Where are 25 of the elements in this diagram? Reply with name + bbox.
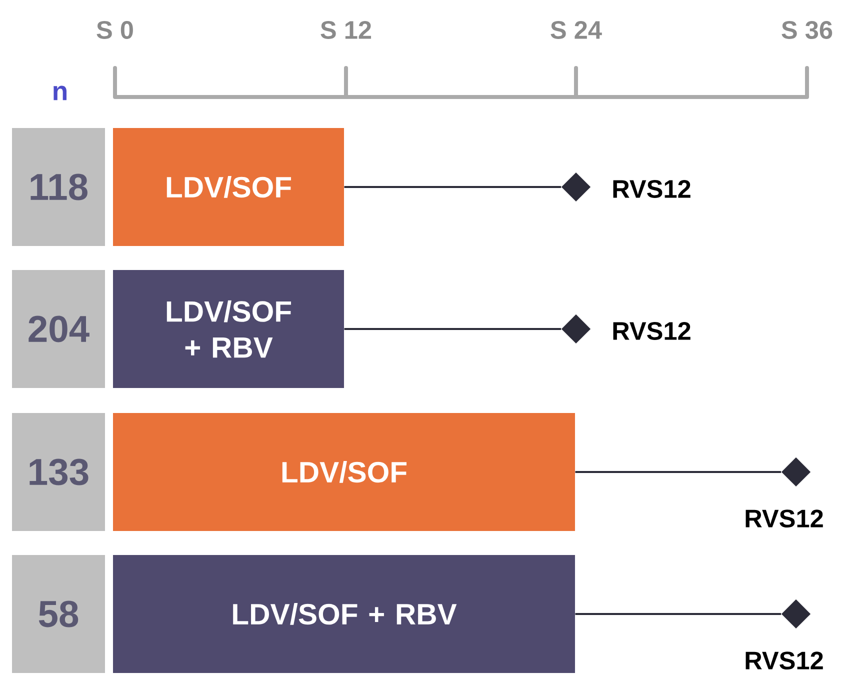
follow-up-line <box>344 328 562 330</box>
treatment-bar: LDV/SOF <box>113 413 575 531</box>
count-box: 118 <box>12 128 105 246</box>
endpoint-diamond <box>781 599 811 629</box>
follow-up-line <box>575 613 782 615</box>
endpoint-label: RVS12 <box>746 510 823 528</box>
endpoint-diamond <box>561 172 591 202</box>
count-box: 204 <box>12 270 105 388</box>
endpoint-label: RVS12 <box>613 322 690 340</box>
count-box: 58 <box>12 555 105 673</box>
follow-up-line <box>575 471 782 473</box>
endpoint-label: RVS12 <box>613 180 690 198</box>
endpoint-label: RVS12 <box>746 652 823 670</box>
endpoint-diamond <box>781 457 811 487</box>
column-heading: n <box>54 86 66 100</box>
follow-up-line <box>344 186 562 188</box>
treatment-bar: LDV/SOF + RBV <box>113 270 344 388</box>
treatment-bar: LDV/SOF <box>113 128 344 246</box>
treatment-bar: LDV/SOF + RBV <box>113 555 575 673</box>
tick-label: S 36 <box>782 21 832 39</box>
endpoint-diamond <box>561 314 591 344</box>
tick-label: S 0 <box>96 21 133 39</box>
tick-label: S 24 <box>550 21 602 39</box>
tick-label: S 12 <box>320 21 372 39</box>
count-box: 133 <box>12 413 105 531</box>
